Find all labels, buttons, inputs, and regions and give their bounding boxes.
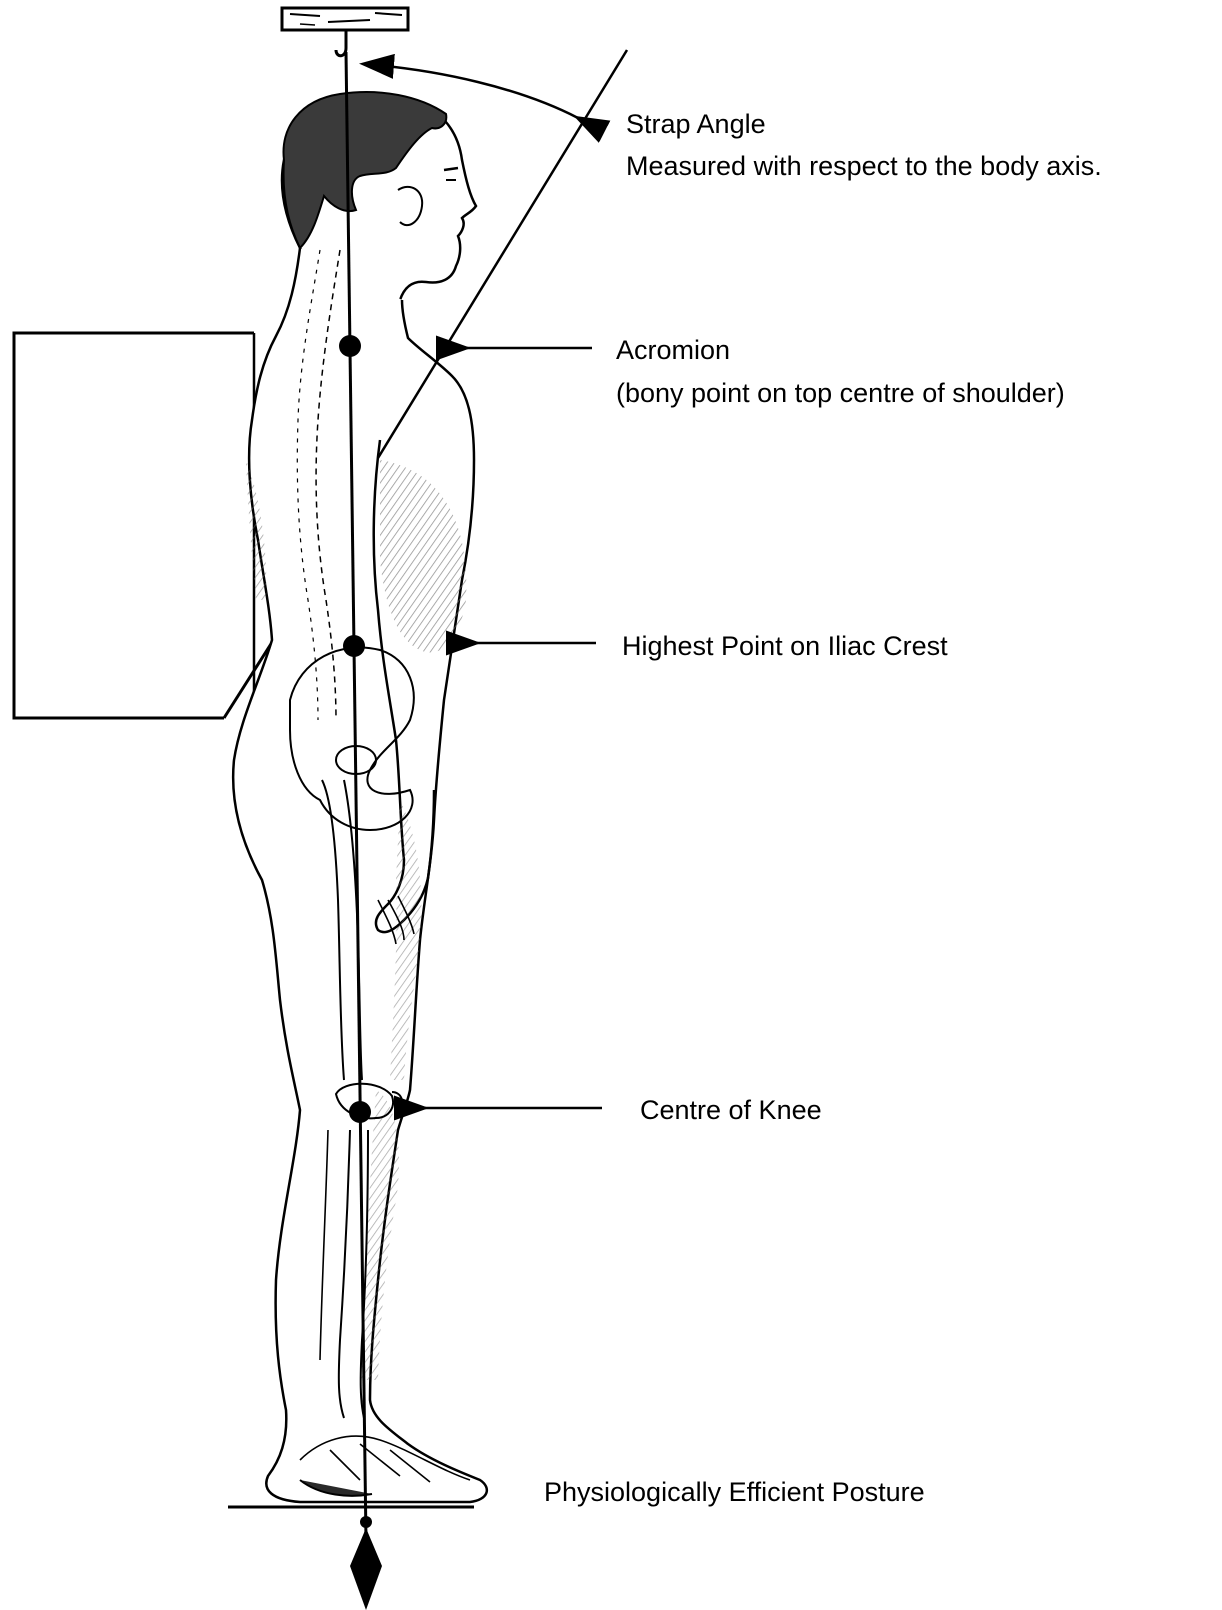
- plumb-bob-icon: [350, 1516, 382, 1610]
- knee-label: Centre of Knee: [640, 1090, 822, 1130]
- backpack-frame: [14, 333, 276, 718]
- posture-caption: Physiologically Efficient Posture: [544, 1472, 925, 1512]
- iliac-crest-label: Highest Point on Iliac Crest: [622, 626, 948, 666]
- acromion-marker: [339, 335, 361, 357]
- hook-icon: [336, 30, 346, 56]
- acromion-label: Acromion: [616, 330, 730, 370]
- ceiling-mount: [282, 8, 408, 30]
- acromion-note: (bony point on top centre of shoulder): [616, 373, 1065, 413]
- knee-marker: [349, 1101, 371, 1123]
- strap-angle-note: Measured with respect to the body axis.: [626, 146, 1102, 186]
- human-figure: [233, 92, 487, 1502]
- strap-angle-label: Strap Angle: [626, 104, 766, 144]
- iliac-crest-marker: [343, 635, 365, 657]
- body-outline: [233, 248, 487, 1502]
